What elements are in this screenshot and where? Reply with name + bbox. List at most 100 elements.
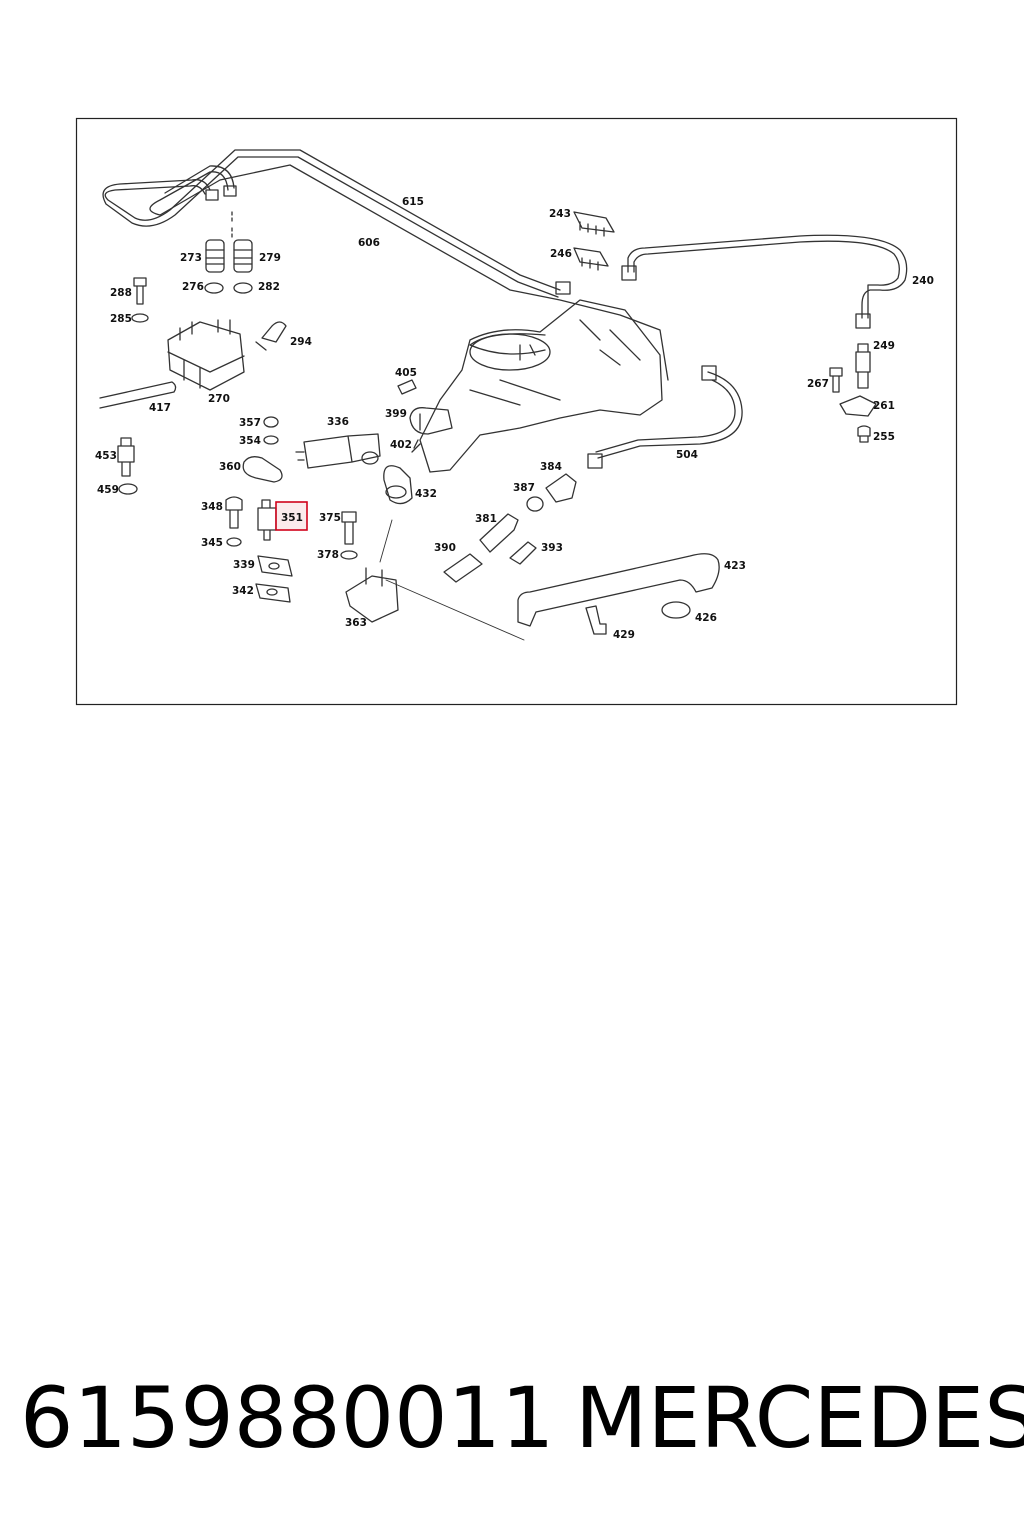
part-426[interactable] [661, 601, 691, 619]
fuel-line-615-inner [102, 156, 559, 298]
label-261[interactable]: 261 [873, 400, 895, 412]
label-267[interactable]: 267 [807, 378, 829, 390]
part-number: 6159880011 [20, 1369, 555, 1467]
label-279[interactable]: 279 [259, 252, 281, 264]
label-381[interactable]: 381 [475, 513, 497, 525]
label-360[interactable]: 360 [219, 461, 241, 473]
label-384[interactable]: 384 [540, 461, 562, 473]
part-402[interactable] [411, 439, 421, 453]
label-387[interactable]: 387 [513, 482, 535, 494]
part-288[interactable] [133, 277, 147, 305]
part-243[interactable] [573, 211, 615, 237]
label-402[interactable]: 402 [390, 439, 412, 451]
part-261[interactable] [839, 395, 877, 417]
part-342[interactable] [255, 583, 291, 603]
label-459[interactable]: 459 [97, 484, 119, 496]
part-294[interactable] [255, 321, 287, 351]
label-378[interactable]: 378 [317, 549, 339, 561]
part-270[interactable] [167, 319, 245, 391]
part-384[interactable] [545, 473, 577, 503]
label-354[interactable]: 354 [239, 435, 261, 447]
label-339[interactable]: 339 [233, 559, 255, 571]
label-504[interactable]: 504 [676, 449, 698, 461]
part-429[interactable] [585, 605, 607, 635]
fuel-line-240[interactable] [627, 234, 908, 319]
highlight-box-351[interactable] [275, 501, 308, 531]
label-288[interactable]: 288 [110, 287, 132, 299]
label-405[interactable]: 405 [395, 367, 417, 379]
fitting [701, 365, 717, 381]
part-249[interactable] [855, 343, 871, 389]
part-423[interactable] [517, 553, 720, 627]
part-348[interactable] [225, 496, 243, 529]
part-387[interactable] [526, 496, 544, 512]
part-393[interactable] [509, 541, 537, 565]
label-294[interactable]: 294 [290, 336, 312, 348]
part-273[interactable] [205, 239, 225, 273]
label-399[interactable]: 399 [385, 408, 407, 420]
label-390[interactable]: 390 [434, 542, 456, 554]
part-285[interactable] [131, 313, 149, 323]
part-357[interactable] [263, 416, 279, 428]
label-429[interactable]: 429 [613, 629, 635, 641]
label-453[interactable]: 453 [95, 450, 117, 462]
part-246[interactable] [573, 247, 609, 271]
label-417[interactable]: 417 [149, 402, 171, 414]
part-282[interactable] [233, 282, 253, 294]
part-417[interactable] [99, 381, 177, 409]
label-345[interactable]: 345 [201, 537, 223, 549]
fitting [223, 185, 237, 197]
label-426[interactable]: 426 [695, 612, 717, 624]
label-255[interactable]: 255 [873, 431, 895, 443]
part-363[interactable] [345, 567, 399, 623]
label-246[interactable]: 246 [550, 248, 572, 260]
label-240[interactable]: 240 [912, 275, 934, 287]
part-279[interactable] [233, 239, 253, 273]
part-405[interactable] [397, 379, 417, 395]
part-336-end [361, 451, 379, 465]
label-249[interactable]: 249 [873, 340, 895, 352]
part-345[interactable] [226, 537, 242, 547]
fuel-line-615[interactable] [104, 149, 561, 291]
part-276[interactable] [204, 282, 224, 294]
label-282[interactable]: 282 [258, 281, 280, 293]
part-375[interactable] [341, 511, 357, 545]
fuel-line-606[interactable] [149, 164, 669, 381]
label-393[interactable]: 393 [541, 542, 563, 554]
part-354[interactable] [263, 435, 279, 445]
part-381[interactable] [479, 513, 519, 553]
label-357[interactable]: 357 [239, 417, 261, 429]
label-375[interactable]: 375 [319, 512, 341, 524]
part-255[interactable] [857, 425, 871, 443]
part-360[interactable] [242, 456, 283, 483]
label-243[interactable]: 243 [549, 208, 571, 220]
engine-block[interactable] [419, 299, 663, 473]
part-339[interactable] [257, 555, 293, 577]
part-453[interactable] [117, 437, 135, 477]
label-606[interactable]: 606 [358, 237, 380, 249]
part-432[interactable] [383, 465, 413, 505]
part-399[interactable] [409, 407, 453, 435]
label-285[interactable]: 285 [110, 313, 132, 325]
label-270[interactable]: 270 [208, 393, 230, 405]
label-432[interactable]: 432 [415, 488, 437, 500]
label-348[interactable]: 348 [201, 501, 223, 513]
label-363[interactable]: 363 [345, 617, 367, 629]
label-351[interactable]: 351 [281, 512, 303, 524]
label-342[interactable]: 342 [232, 585, 254, 597]
label-273[interactable]: 273 [180, 252, 202, 264]
label-423[interactable]: 423 [724, 560, 746, 572]
label-336[interactable]: 336 [327, 416, 349, 428]
part-351[interactable] [257, 499, 277, 541]
part-504[interactable] [597, 371, 743, 459]
part-378[interactable] [340, 550, 358, 560]
fitting [621, 265, 637, 281]
part-390[interactable] [443, 553, 483, 583]
drawing-parts [99, 149, 908, 641]
label-276[interactable]: 276 [182, 281, 204, 293]
part-459[interactable] [118, 483, 138, 495]
part-336[interactable] [295, 433, 381, 469]
leader-line [379, 519, 525, 641]
label-615[interactable]: 615 [402, 196, 424, 208]
part-267[interactable] [829, 367, 843, 393]
